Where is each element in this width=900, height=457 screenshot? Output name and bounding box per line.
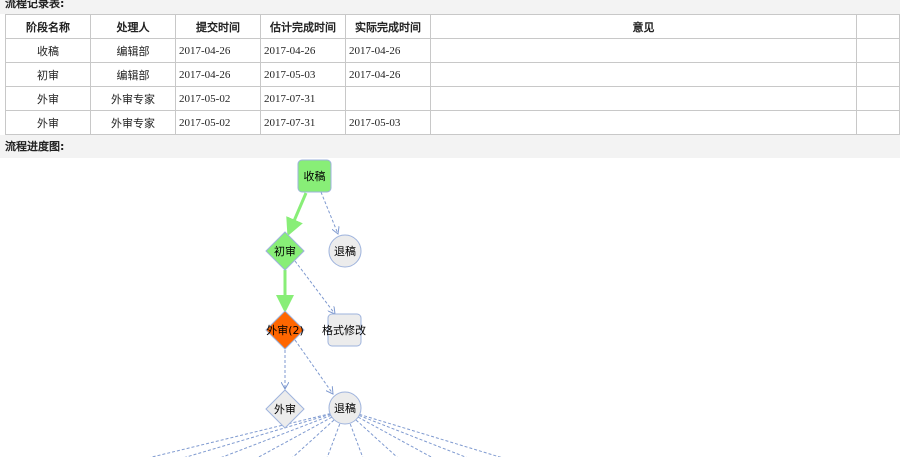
- table-cell: 2017-05-03: [260, 62, 346, 87]
- edge-receive-first: [286, 192, 308, 237]
- table-cell: 外审: [5, 86, 91, 111]
- table-cell: [430, 62, 857, 87]
- table-cell: 初审: [5, 62, 91, 87]
- table-cell: [430, 86, 857, 111]
- edge-reject-fan: [184, 409, 346, 457]
- svg-text:初审: 初审: [274, 244, 296, 258]
- table-cell: 2017-04-26: [260, 38, 346, 63]
- table-cell: [345, 86, 431, 111]
- table-cell: [430, 38, 857, 63]
- reject-fan-edges: [149, 409, 502, 457]
- edge-receive-reject: [320, 191, 338, 234]
- col-actual-time: 实际完成时间: [345, 14, 431, 39]
- edge-reject-fan: [221, 409, 346, 457]
- table-cell: 2017-05-02: [175, 110, 261, 135]
- table-cell: 外审专家: [90, 110, 176, 135]
- edge-reject-fan: [257, 409, 346, 457]
- svg-text:退稿: 退稿: [334, 244, 356, 258]
- progress-section-title: 流程进度图:: [0, 135, 900, 158]
- col-opinion: 意见: [430, 14, 857, 39]
- table-cell: [856, 62, 900, 87]
- svg-text:退稿: 退稿: [334, 401, 356, 415]
- table-cell: [430, 110, 857, 135]
- node-format-revision[interactable]: 格式修改: [322, 313, 366, 347]
- node-receive[interactable]: 收稿: [297, 159, 332, 193]
- col-estimated-time: 估计完成时间: [260, 14, 346, 39]
- table-cell: 2017-05-02: [175, 86, 261, 111]
- table-cell: [856, 110, 900, 135]
- table-cell: 2017-04-26: [175, 62, 261, 87]
- record-section-title: 流程记录表:: [0, 0, 900, 14]
- col-stage: 阶段名称: [5, 14, 91, 39]
- node-external-review-2[interactable]: 外审(2): [265, 310, 305, 350]
- edge-reject-fan: [149, 409, 346, 457]
- node-reject-1[interactable]: 退稿: [328, 234, 362, 268]
- table-cell: 2017-04-26: [345, 62, 431, 87]
- node-external-review[interactable]: 外审: [265, 389, 305, 429]
- table-cell: [856, 38, 900, 63]
- node-reject-2[interactable]: 退稿: [328, 391, 362, 425]
- svg-text:外审(2): 外审(2): [266, 323, 304, 337]
- process-diagram: 收稿 初审 退稿 外审(2) 格式修改 外审 退稿: [149, 159, 502, 457]
- svg-text:格式修改: 格式修改: [322, 323, 366, 337]
- table-cell: 外审专家: [90, 86, 176, 111]
- edge-reject-fan: [344, 409, 467, 457]
- table-header-row: 阶段名称 处理人 提交时间 估计完成时间 实际完成时间 意见: [5, 14, 900, 39]
- table-cell: 外审: [5, 110, 91, 135]
- edge-reject-fan: [344, 409, 364, 457]
- table-cell: 2017-05-03: [345, 110, 431, 135]
- table-cell: 2017-04-26: [345, 38, 431, 63]
- table-cell: 2017-07-31: [260, 86, 346, 111]
- table-cell: 编辑部: [90, 62, 176, 87]
- table-cell: 2017-07-31: [260, 110, 346, 135]
- col-submit-time: 提交时间: [175, 14, 261, 39]
- svg-text:收稿: 收稿: [304, 169, 326, 183]
- edge-first-format: [294, 260, 335, 314]
- table-cell: 2017-04-26: [175, 38, 261, 63]
- table-cell: 收稿: [5, 38, 91, 63]
- edge-reject-fan: [344, 409, 502, 457]
- edge-reject-fan: [344, 409, 433, 457]
- svg-text:外审: 外审: [274, 402, 296, 416]
- edge-external2-reject: [294, 339, 333, 394]
- table-cell: [856, 86, 900, 111]
- col-extra: [856, 14, 900, 39]
- edge-reject-fan: [326, 409, 346, 457]
- col-handler: 处理人: [90, 14, 176, 39]
- node-first-review[interactable]: 初审: [265, 231, 305, 271]
- table-cell: 编辑部: [90, 38, 176, 63]
